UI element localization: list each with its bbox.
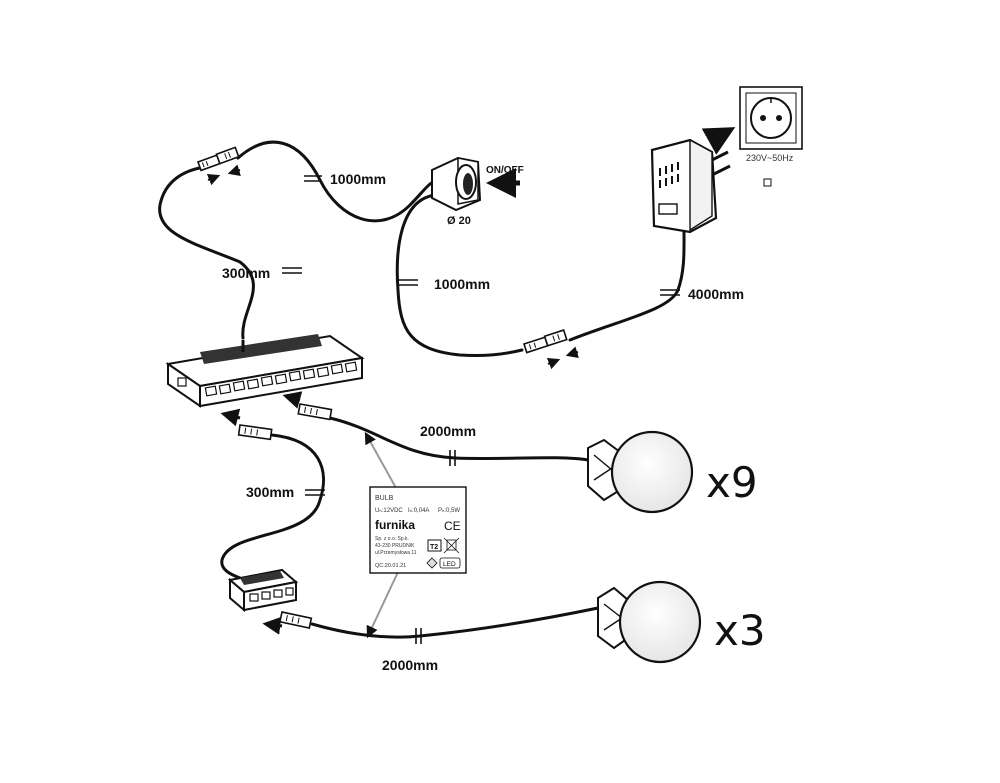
- class-ii-icon: [763, 178, 772, 187]
- cable-top-connector-to-switch: [236, 140, 442, 223]
- label-cable-adapter: 4000mm: [688, 286, 744, 302]
- energy-diamond-icon: [426, 557, 438, 569]
- company-line1: Sp. z o.o. Sp.k.: [375, 536, 409, 542]
- socket-rating: 230V~50Hz: [746, 153, 794, 163]
- product-label: BULB Uₙ:12VDC Iₙ:0,04A Pₙ:0,5W furnika C…: [369, 486, 467, 574]
- label-cable-lower-left: 300mm: [246, 484, 294, 500]
- led-mark: LED: [443, 561, 456, 568]
- qc-code: QC:20.01.21: [375, 563, 406, 569]
- cable-switch-to-lower-connector: [395, 193, 524, 357]
- label-cable-top: 1000mm: [330, 171, 386, 187]
- company-line3: ul.Przemysłowa 11: [375, 550, 417, 556]
- switch-diameter: Ø 20: [447, 215, 471, 227]
- spec-u: Uₙ:12VDC: [375, 508, 403, 514]
- on-off-switch: ON/OFF Ø 20: [431, 156, 524, 227]
- label-cable-bulb-bottom: 2000mm: [382, 657, 438, 673]
- distributor-ports: [177, 361, 358, 397]
- connector-bulb-top: [282, 391, 333, 421]
- cable-connector-to-mini-distributor: [220, 433, 325, 580]
- connector-bulb-bottom: [262, 611, 313, 635]
- label-cable-switch-down: 1000mm: [434, 276, 490, 292]
- company-line2: 43-230 PRUDNIK: [375, 543, 415, 549]
- power-adapter: [650, 127, 736, 234]
- label-leader-lines: [364, 431, 399, 639]
- label-cable-bulb-top: 2000mm: [420, 423, 476, 439]
- class-mark-box: [427, 539, 442, 552]
- length-labels: 1000mm 1000mm 300mm 4000mm 2000mm 300mm …: [222, 171, 744, 673]
- bulb-bottom: x3: [597, 580, 766, 664]
- bulb-top: x9: [587, 430, 758, 514]
- cable-mini-distributor-to-bulb-bottom: [310, 606, 600, 639]
- distributor-mini: [227, 568, 299, 613]
- switch-caption: ON/OFF: [486, 165, 524, 176]
- class-mark: T2: [430, 544, 438, 551]
- cable-break-marks: [282, 175, 680, 644]
- distributor-main: [165, 334, 365, 408]
- connector-adapter-line: [522, 329, 579, 370]
- multiplier-bottom: x3: [714, 606, 766, 655]
- product-code: BULB: [375, 495, 394, 502]
- multiplier-top: x9: [706, 458, 758, 507]
- spec-p: Pₙ:0,5W: [438, 508, 460, 514]
- adapter-plug-arrow: [701, 127, 736, 155]
- cable-connector-to-adapter: [568, 228, 686, 342]
- connector-mini-line: [220, 408, 273, 441]
- spec-i: Iₙ:0,04A: [408, 508, 429, 514]
- wall-socket: 230V~50Hz: [739, 86, 803, 187]
- cable-distributor-to-top-connector: [158, 165, 255, 340]
- connector-top-left: [196, 146, 241, 186]
- brand-logo: furnika: [375, 518, 415, 532]
- weee-bin-icon: [443, 537, 460, 554]
- ce-mark: CE: [444, 519, 461, 533]
- label-cable-left: 300mm: [222, 265, 270, 281]
